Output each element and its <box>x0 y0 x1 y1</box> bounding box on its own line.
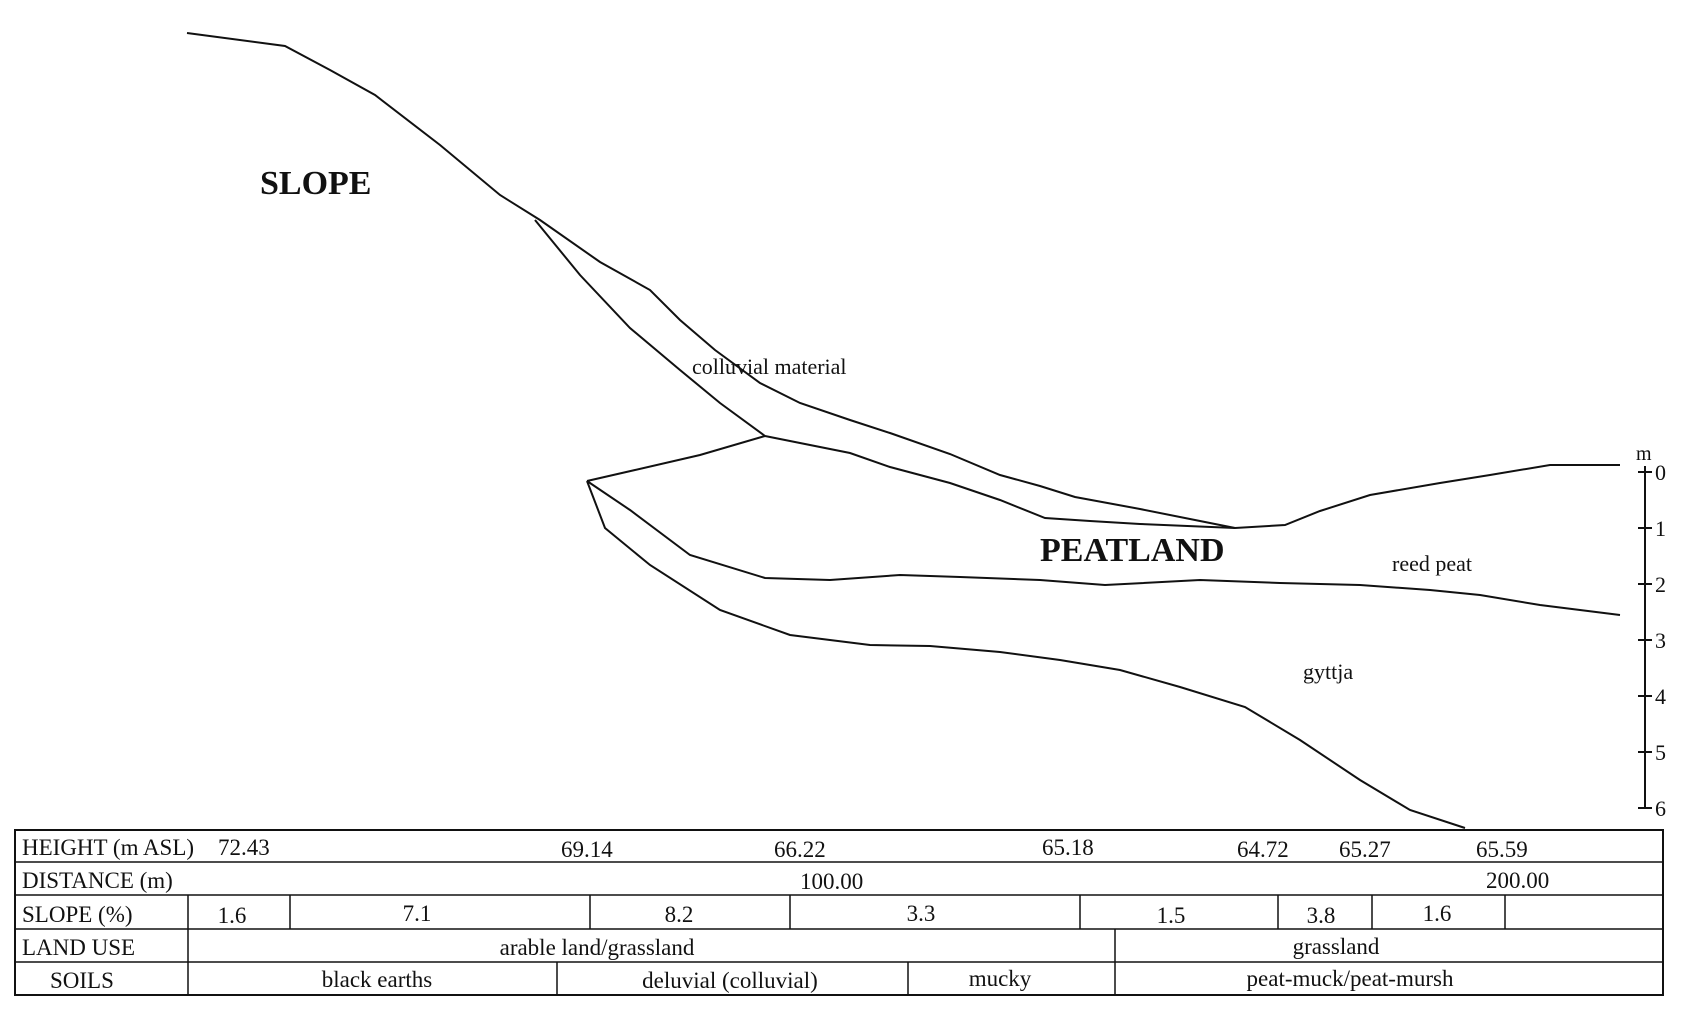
distance-value: 100.00 <box>800 869 863 894</box>
peatland-area-label: PEATLAND <box>1040 532 1225 569</box>
profile-lines <box>186 32 1621 829</box>
slope-row: SLOPE (%) 1.6 7.1 8.2 3.3 1.5 3.8 1.6 <box>22 901 1451 928</box>
distance-row: DISTANCE (m) 100.00 200.00 <box>22 868 1549 894</box>
slope-row-label: SLOPE (%) <box>22 902 133 927</box>
depth-tick-label: 4 <box>1655 684 1666 709</box>
depth-tick-label: 2 <box>1655 572 1666 597</box>
depth-unit-label: m <box>1636 443 1652 465</box>
gyttja-label: gyttja <box>1303 659 1353 684</box>
height-value: 66.22 <box>774 837 826 862</box>
slope-value: 8.2 <box>665 902 694 927</box>
height-value: 64.72 <box>1237 837 1289 862</box>
slope-value: 1.5 <box>1157 903 1186 928</box>
land-use-row-label: LAND USE <box>22 935 135 960</box>
slope-value: 1.6 <box>1423 901 1452 926</box>
area-labels: SLOPE PEATLAND colluvial material reed p… <box>260 165 1472 684</box>
height-value: 72.43 <box>218 835 270 860</box>
depth-scale: m 0 1 2 3 4 5 6 <box>1636 443 1666 821</box>
soils-row: SOILS black earths deluvial (colluvial) … <box>50 966 1454 993</box>
land-use-value: arable land/grassland <box>500 935 695 960</box>
table-grid <box>15 861 1663 995</box>
colluvial-material-label: colluvial material <box>692 354 847 379</box>
slope-value: 7.1 <box>403 901 432 926</box>
land-use-value: grassland <box>1293 934 1380 959</box>
distance-value: 200.00 <box>1486 868 1549 893</box>
height-value: 65.18 <box>1042 835 1094 860</box>
depth-tick-label: 0 <box>1655 460 1666 485</box>
distance-row-label: DISTANCE (m) <box>22 868 173 893</box>
reed-peat-top-line <box>764 435 1236 529</box>
profile-table: HEIGHT (m ASL) 72.43 69.14 66.22 65.18 6… <box>14 829 1664 996</box>
depth-tick-label: 6 <box>1655 796 1666 821</box>
height-value: 69.14 <box>561 837 613 862</box>
height-row-label: HEIGHT (m ASL) <box>22 835 194 860</box>
mineral-wedge-top-line <box>586 435 766 482</box>
ground-surface-line <box>186 32 1620 530</box>
soils-value: mucky <box>969 966 1032 991</box>
soils-value: peat-muck/peat-mursh <box>1247 966 1454 991</box>
slope-value: 3.3 <box>907 901 936 926</box>
slope-value: 1.6 <box>218 903 247 928</box>
soils-value: deluvial (colluvial) <box>642 968 818 993</box>
reed-peat-label: reed peat <box>1392 551 1472 576</box>
colluvial-base-line <box>534 219 766 437</box>
depth-tick-label: 3 <box>1655 628 1666 653</box>
height-value: 65.27 <box>1339 837 1391 862</box>
height-value: 65.59 <box>1476 837 1528 862</box>
gyttja-boundary-line <box>586 480 1466 829</box>
mineral-wedge-base-line <box>586 480 1621 616</box>
soils-value: black earths <box>322 967 433 992</box>
slope-value: 3.8 <box>1307 903 1336 928</box>
table-frame <box>14 829 1664 996</box>
slope-area-label: SLOPE <box>260 165 371 202</box>
soils-row-label: SOILS <box>50 968 114 993</box>
depth-tick-label: 1 <box>1655 516 1666 541</box>
depth-tick-label: 5 <box>1655 740 1666 765</box>
height-row: HEIGHT (m ASL) 72.43 69.14 66.22 65.18 6… <box>22 835 1528 862</box>
depth-ticks: 0 1 2 3 4 5 6 <box>1638 460 1666 821</box>
land-use-row: LAND USE arable land/grassland grassland <box>22 934 1380 960</box>
